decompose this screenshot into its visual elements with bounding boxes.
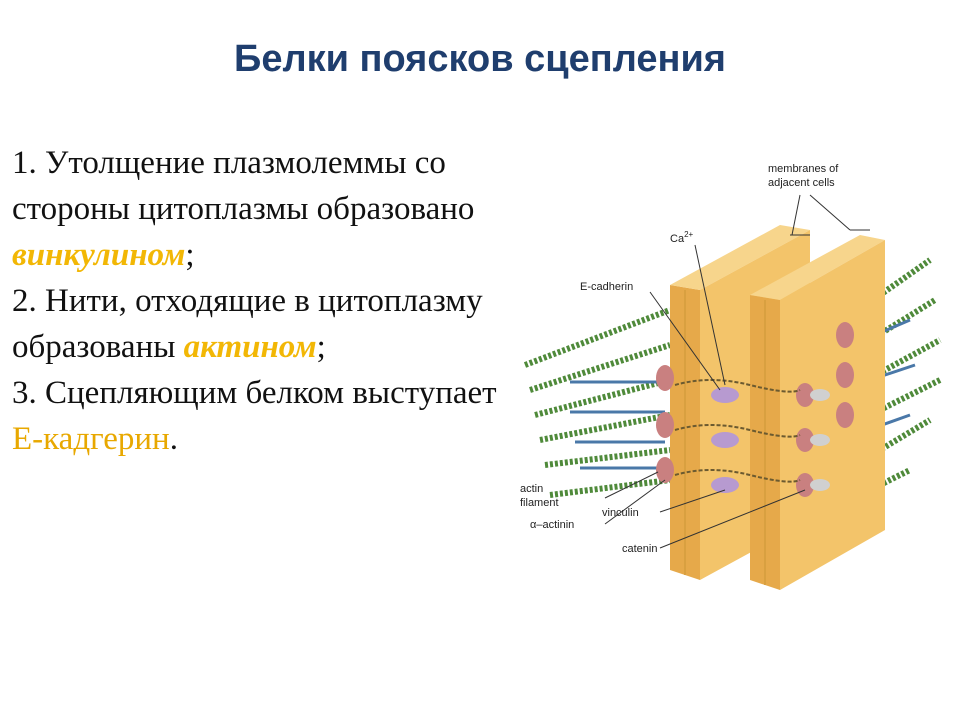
point-1: 1. Утолщение плазмолеммы со стороны цито…: [12, 140, 502, 278]
point-2-end: ;: [316, 329, 326, 365]
label-e-cadherin: E-cadherin: [580, 281, 633, 293]
label-membranes-2: adjacent cells: [768, 177, 835, 189]
membrane-right: [750, 235, 885, 590]
point-2: 2. Нити, отходящие в цитоплазму образова…: [12, 278, 502, 370]
page-title: Белки поясков сцепления: [234, 38, 726, 80]
point-3-text: 3. Сцепляющим белком выступает: [12, 375, 497, 411]
vinculin-highlight: винкулином: [12, 237, 186, 273]
label-ca-base: Ca: [670, 233, 685, 245]
point-1-text: 1. Утолщение плазмолеммы со стороны цито…: [12, 145, 475, 227]
label-ca: Ca2+: [670, 230, 694, 245]
cadherin-complexes: [656, 322, 854, 497]
callout-lines: [604, 194, 870, 549]
point-3-end: .: [169, 421, 178, 457]
label-actin-1: actin: [520, 483, 543, 495]
point-1-end: ;: [185, 237, 195, 273]
label-vinculin: vinculin: [602, 507, 639, 519]
adherens-junction-diagram: membranes of adjacent cells Ca2+ E-cadhe…: [520, 163, 942, 590]
text-block: 1. Утолщение плазмолеммы со стороны цито…: [12, 140, 502, 462]
cadherin-highlight: Е-кадгерин: [12, 421, 170, 457]
label-catenin: catenin: [622, 543, 657, 555]
point-2-text: 2. Нити, отходящие в цитоплазму образова…: [12, 283, 483, 365]
label-ca-sup: 2+: [684, 230, 693, 239]
label-membranes-1: membranes of: [768, 163, 839, 175]
actin-filaments-left: [523, 307, 672, 498]
label-alpha-actinin: α–actinin: [530, 519, 574, 531]
actin-highlight: актином: [183, 329, 317, 365]
point-3: 3. Сцепляющим белком выступает Е-кадгери…: [12, 370, 502, 462]
label-actin-2: filament: [520, 497, 559, 509]
e-cadherin-chains: [674, 379, 801, 483]
